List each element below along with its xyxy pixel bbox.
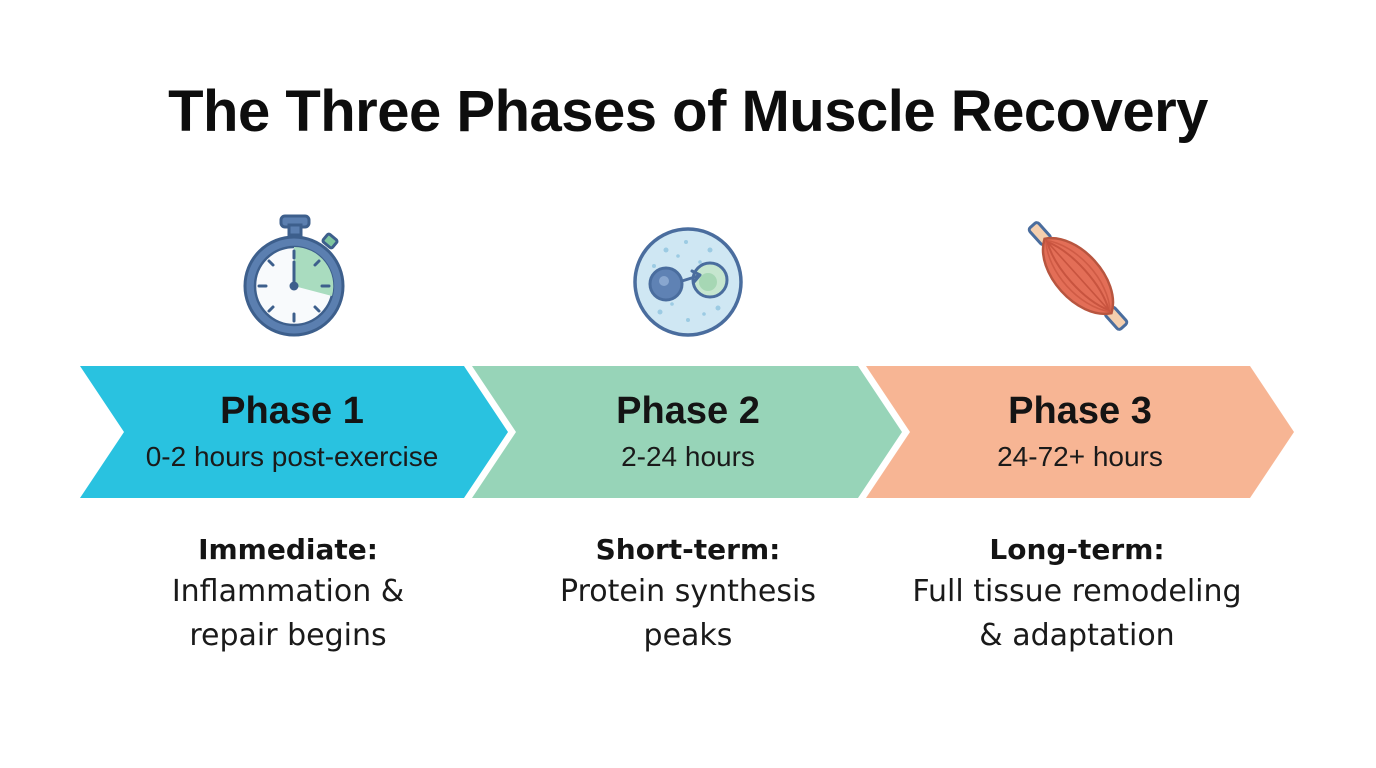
phase-2-heading: Short-term: (595, 533, 781, 566)
phase-3-label: Phase 3 (1008, 390, 1152, 432)
stopwatch-icon (243, 214, 345, 337)
phase-3-heading: Long-term: (989, 533, 1165, 566)
phase-3-desc-line-2: & adaptation (979, 618, 1175, 653)
phase-1-desc-line-2: repair begins (189, 618, 387, 653)
phase-3-description: Long-term: Full tissue remodeling & adap… (877, 530, 1277, 658)
phase-3-desc-line-1: Full tissue remodeling (912, 574, 1242, 609)
phase-3-arrow (866, 366, 1294, 498)
phase-2-timeframe: 2-24 hours (621, 441, 755, 472)
phase-2-desc-line-1: Protein synthesis (560, 574, 816, 609)
phase-1-description: Immediate: Inflammation & repair begins (88, 530, 488, 658)
phase-2-desc-line-2: peaks (643, 618, 733, 653)
phase-1-desc-line-1: Inflammation & (171, 574, 405, 609)
page-title: The Three Phases of Muscle Recovery (168, 79, 1208, 144)
phase-2-label: Phase 2 (616, 390, 760, 432)
phase-1-label: Phase 1 (220, 390, 364, 432)
phase-2-description: Short-term: Protein synthesis peaks (488, 530, 888, 658)
phase-1-heading: Immediate: (198, 533, 378, 566)
phase-2-arrow (472, 366, 902, 498)
phase-1-arrow (80, 366, 508, 498)
muscle-icon (1027, 221, 1129, 331)
phase-3-timeframe: 24-72+ hours (997, 441, 1163, 472)
cell-synthesis-icon (633, 227, 743, 337)
phase-1-timeframe: 0-2 hours post-exercise (145, 441, 439, 472)
